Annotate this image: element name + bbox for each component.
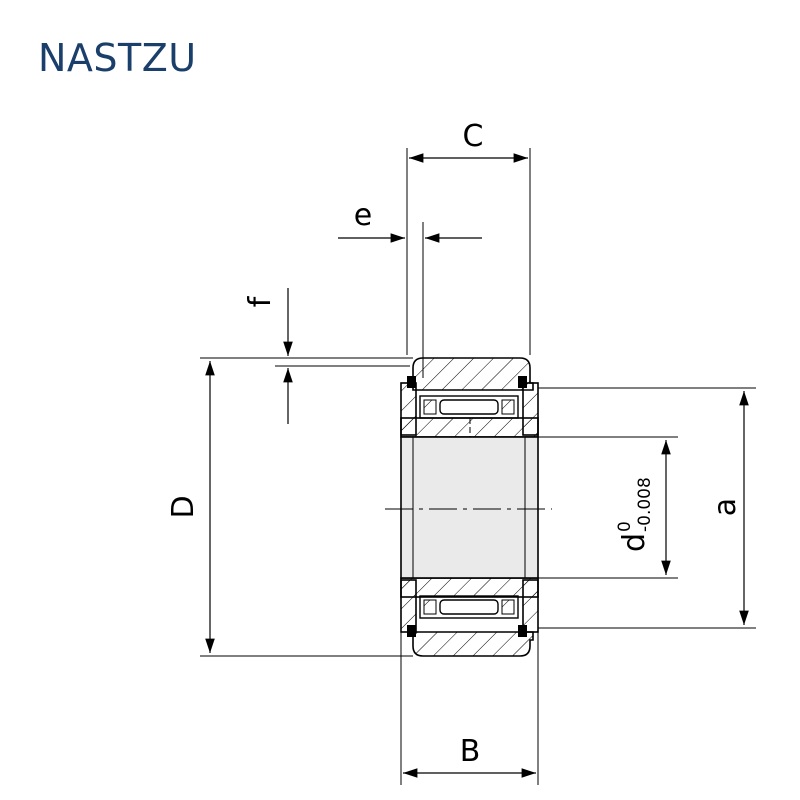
label-a: a: [708, 498, 743, 516]
dimension-e: e: [338, 198, 482, 378]
label-b: B: [460, 734, 481, 769]
label-d-outer: D: [166, 495, 201, 518]
dimension-d-outer: D: [166, 357, 413, 657]
dimension-d-bore: d 0 -0.008: [538, 436, 678, 579]
outer-ring-top: [412, 357, 534, 391]
dimension-b: B: [400, 632, 539, 785]
dimension-f: f: [243, 288, 410, 424]
label-e: e: [354, 198, 372, 233]
page-title: NASTZU: [38, 36, 197, 80]
label-d-bore: d: [617, 533, 652, 552]
outer-ring-bottom: [412, 631, 534, 657]
dimension-c: C: [406, 119, 531, 355]
bore: [400, 436, 539, 579]
label-d-upper-tolerance: 0: [615, 521, 635, 532]
label-c: C: [463, 119, 484, 154]
dimension-a: a: [538, 387, 756, 629]
needle-cage-bottom: [419, 595, 519, 619]
inner-ring-bottom: [400, 577, 539, 598]
label-d-lower-tolerance: -0.008: [635, 477, 655, 532]
needle-cage-top: [419, 395, 519, 419]
label-f: f: [243, 295, 278, 307]
